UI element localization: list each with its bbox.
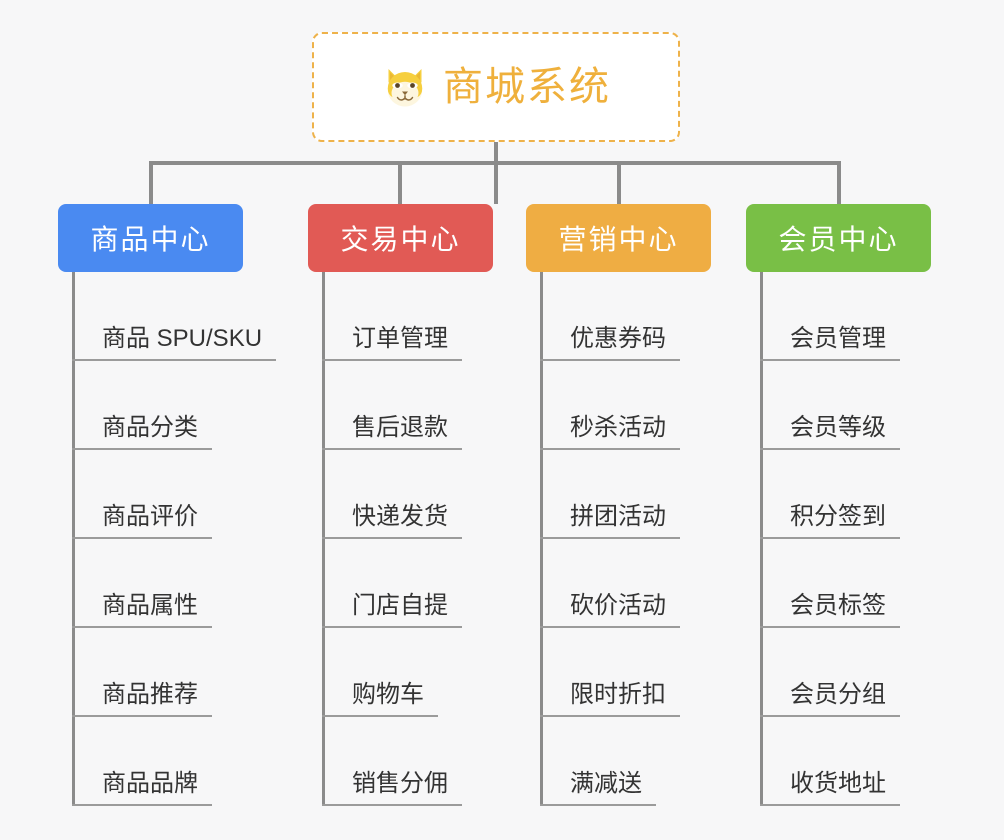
branch-item[interactable]: 商品品牌 [72,717,212,806]
branch-header[interactable]: 营销中心 [526,204,711,272]
branch-item-label: 会员标签 [760,592,900,628]
branch-item[interactable]: 售后退款 [322,361,462,450]
branch-item-label: 门店自提 [322,592,462,628]
branch-item-label: 商品属性 [72,592,212,628]
branch-item[interactable]: 门店自提 [322,539,462,628]
branch-item-label: 商品分类 [72,414,212,450]
branch-item-label: 商品品牌 [72,770,212,806]
branch-header-label: 商品中心 [90,224,211,255]
connector-drop-3 [617,161,621,208]
branch-header-label: 会员中心 [778,224,899,255]
branch-item[interactable]: 收货地址 [760,717,900,806]
connector-drop-4 [837,161,841,208]
branch-item-label: 会员分组 [760,681,900,717]
branch-item-label: 销售分佣 [322,770,462,806]
branch-item-label: 商品推荐 [72,681,212,717]
branch-header-label: 营销中心 [558,224,679,255]
branch-item[interactable]: 秒杀活动 [540,361,680,450]
root-node[interactable]: 商城系统 [312,32,680,142]
branch-column: 商品中心商品 SPU/SKU 商品分类商品评价商品属性商品推荐商品品牌 [58,204,277,806]
branch-item[interactable]: 拼团活动 [540,450,680,539]
branch-item-label: 限时折扣 [540,681,680,717]
branch-item[interactable]: 满减送 [540,717,656,806]
branch-item[interactable]: 订单管理 [322,272,462,361]
branch-item-label: 拼团活动 [540,503,680,539]
connector-root-stem [494,142,498,204]
branch-item[interactable]: 商品推荐 [72,628,212,717]
shiba-dog-face-icon [387,69,423,107]
branch-item-label: 售后退款 [322,414,462,450]
branch-item[interactable]: 会员管理 [760,272,900,361]
branch-header[interactable]: 商品中心 [58,204,243,272]
branch-item-label: 积分签到 [760,503,900,539]
branch-item-label: 商品评价 [72,503,212,539]
branch-item[interactable]: 会员标签 [760,539,900,628]
branch-item[interactable]: 商品 SPU/SKU [72,272,277,361]
branch-header-label: 交易中心 [340,224,461,255]
connector-drop-2 [398,161,402,208]
branch-header[interactable]: 交易中心 [308,204,493,272]
branch-item-label: 砍价活动 [540,592,680,628]
root-title: 商城系统 [443,65,611,109]
connector-horizontal-bus [149,161,841,165]
branch-items: 会员管理会员等级积分签到会员标签会员分组收货地址 [746,272,931,806]
branch-items: 商品 SPU/SKU 商品分类商品评价商品属性商品推荐商品品牌 [58,272,277,806]
branch-item[interactable]: 会员等级 [760,361,900,450]
branch-column: 会员中心会员管理会员等级积分签到会员标签会员分组收货地址 [746,204,931,806]
branch-header[interactable]: 会员中心 [746,204,931,272]
branch-item[interactable]: 商品分类 [72,361,212,450]
branch-item-label: 满减送 [540,770,656,806]
branch-item[interactable]: 快递发货 [322,450,462,539]
branch-items: 优惠券码秒杀活动拼团活动砍价活动限时折扣满减送 [526,272,711,806]
branch-item[interactable]: 限时折扣 [540,628,680,717]
branch-items: 订单管理售后退款快递发货门店自提购物车销售分佣 [308,272,493,806]
branch-item[interactable]: 购物车 [322,628,438,717]
branch-item[interactable]: 商品评价 [72,450,212,539]
branch-column: 交易中心订单管理售后退款快递发货门店自提购物车销售分佣 [308,204,493,806]
branch-item[interactable]: 销售分佣 [322,717,462,806]
branch-item[interactable]: 优惠券码 [540,272,680,361]
branch-item-label: 订单管理 [322,325,462,361]
branch-item[interactable]: 商品属性 [72,539,212,628]
branch-item-label: 快递发货 [322,503,462,539]
branch-item[interactable]: 积分签到 [760,450,900,539]
branch-item-label: 收货地址 [760,770,900,806]
connector-drop-1 [149,161,153,208]
branch-item-label: 秒杀活动 [540,414,680,450]
branch-item-label: 商品 SPU/SKU [72,325,277,361]
branch-item-label: 购物车 [322,681,438,717]
branch-item-label: 会员管理 [760,325,900,361]
branch-item-label: 会员等级 [760,414,900,450]
branch-column: 营销中心优惠券码秒杀活动拼团活动砍价活动限时折扣满减送 [526,204,711,806]
branch-item[interactable]: 砍价活动 [540,539,680,628]
branch-item[interactable]: 会员分组 [760,628,900,717]
branch-item-label: 优惠券码 [540,325,680,361]
